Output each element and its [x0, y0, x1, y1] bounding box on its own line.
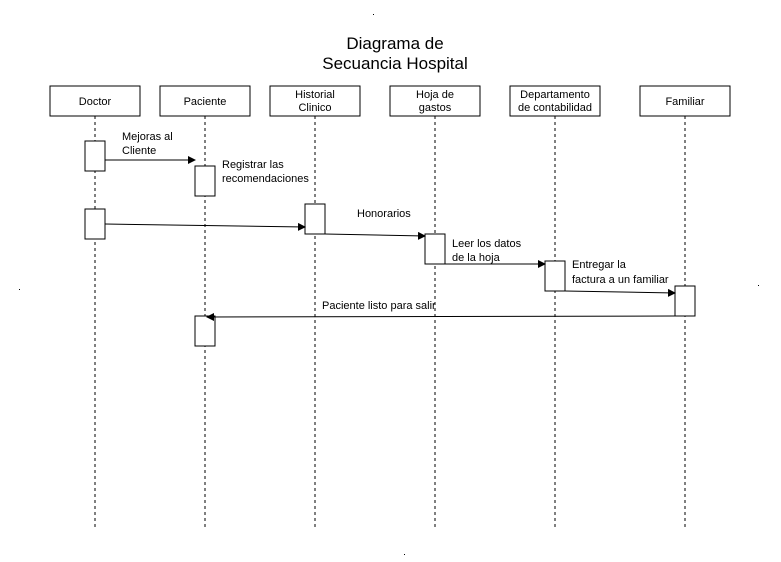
activation-paciente-1 [194, 165, 216, 197]
message-label-line1: Entregar la [572, 259, 627, 271]
message-label-line2: recomendaciones [222, 173, 309, 185]
actor-departamento-contabilidad: Departamento de contabilidad [509, 85, 601, 117]
actor-label-line2: gastos [419, 102, 452, 114]
actor-label-line2: Clinico [298, 102, 331, 114]
message-arrow [104, 222, 306, 231]
diagram-title-line1: Diagrama de [346, 34, 443, 53]
stray-dot [19, 289, 20, 290]
actor-paciente: Paciente [159, 85, 251, 117]
actor-label: Familiar [665, 96, 704, 108]
actor-label-line1: Hoja de [416, 89, 454, 101]
message-label: Honorarios [357, 208, 411, 220]
stray-dot [373, 14, 374, 15]
actor-label-line1: Historial [295, 89, 335, 101]
message-arrow [324, 231, 426, 240]
message-arrow [564, 288, 676, 297]
message-label-line2: Cliente [122, 145, 156, 157]
message-arrow [206, 312, 676, 321]
activation-historial-1 [304, 203, 326, 235]
activation-doctor-1 [84, 140, 106, 172]
actor-label: Doctor [79, 96, 112, 108]
diagram-title-line2: Secuancia Hospital [322, 54, 468, 73]
actor-label: Paciente [184, 96, 227, 108]
actor-label-line2: de contabilidad [518, 102, 592, 114]
message-label-line2: factura a un familiar [572, 274, 669, 286]
actor-historial-clinico: Historial Clinico [269, 85, 361, 117]
activation-paciente-2 [194, 315, 216, 347]
stray-dot [758, 285, 759, 286]
message-label-line1: Mejoras al [122, 131, 173, 143]
actor-doctor: Doctor [49, 85, 141, 117]
actor-familiar: Familiar [639, 85, 731, 117]
actor-hoja-de-gastos: Hoja de gastos [389, 85, 481, 117]
message-label-line1: Registrar las [222, 159, 284, 171]
actor-label-line1: Departamento [520, 89, 590, 101]
activation-hoja-1 [424, 233, 446, 265]
activation-familiar-1 [674, 285, 696, 317]
activation-doctor-2 [84, 208, 106, 240]
message-label-line2: de la hoja [452, 252, 501, 264]
activation-contabilidad-1 [544, 260, 566, 292]
stray-dot [404, 554, 405, 555]
message-label: Paciente listo para salir [322, 300, 436, 312]
message-label-line1: Leer los datos [452, 238, 522, 250]
